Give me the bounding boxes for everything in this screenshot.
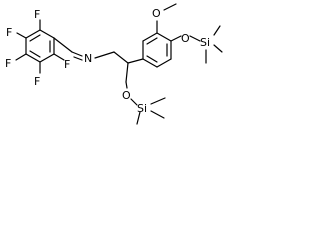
oxygen-label: O (152, 7, 161, 20)
oxygen-label: O (122, 89, 131, 102)
pentafluorophenyl-ring (25, 29, 55, 63)
methoxy-group (156, 3, 177, 34)
fluorine-label: F (6, 26, 12, 39)
aryl-trimethylsilyl (170, 25, 223, 64)
molecule-drawing: F F F F F N O O Si O Si (5, 3, 223, 125)
fluorine-label: F (34, 75, 40, 88)
fluorine-label: F (64, 58, 70, 71)
imine-nitrogen-label: N (84, 52, 92, 65)
fluorine-label: F (34, 8, 40, 21)
aryl-ring (142, 32, 172, 68)
oxygen-label: O (181, 32, 190, 45)
imine-linker (53, 37, 144, 89)
silicon-label: Si (137, 102, 147, 115)
silicon-label: Si (200, 36, 210, 49)
fluorine-label: F (5, 57, 11, 70)
structure-diagram: F F F F F N O O Si O Si (0, 0, 226, 127)
fluorine-bonds (15, 19, 65, 74)
alkyl-trimethylsilyl (130, 97, 166, 125)
